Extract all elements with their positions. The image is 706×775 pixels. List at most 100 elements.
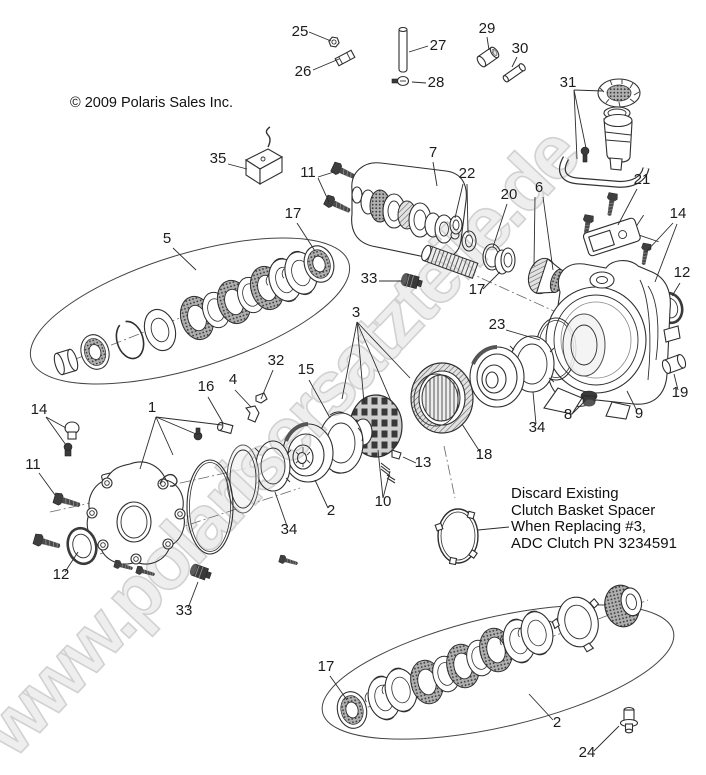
leader-line-34 bbox=[274, 491, 288, 527]
leader-line-16 bbox=[207, 396, 224, 424]
part-label-27: 27 bbox=[430, 37, 447, 54]
plug-8 bbox=[580, 390, 598, 407]
part-label-35: 35 bbox=[210, 150, 227, 167]
nut-25 bbox=[328, 36, 340, 48]
service-note: Discard Existing Clutch Basket Spacer Wh… bbox=[511, 485, 677, 552]
part-label-6: 6 bbox=[535, 179, 543, 196]
part-label-7: 7 bbox=[429, 144, 437, 161]
washers-22 bbox=[449, 215, 477, 252]
sensor-21 bbox=[579, 191, 659, 257]
backup-ring bbox=[226, 444, 260, 514]
leader-line-2 bbox=[528, 693, 554, 721]
leader-line-34 bbox=[532, 391, 537, 425]
part-label-34: 34 bbox=[529, 419, 546, 436]
plug-33-bottom bbox=[189, 563, 212, 581]
leader-line-5 bbox=[172, 247, 197, 271]
leader-line-18 bbox=[461, 423, 481, 453]
leader-line-11 bbox=[38, 472, 56, 496]
leader-line-1 bbox=[155, 416, 174, 456]
relay-bracket-35 bbox=[244, 126, 284, 186]
part-label-20: 20 bbox=[501, 186, 518, 203]
part-label-3: 3 bbox=[352, 304, 360, 321]
screw-28 bbox=[391, 75, 410, 87]
leader-line-14 bbox=[645, 222, 674, 253]
leader-line-3 bbox=[356, 321, 392, 402]
part-label-32: 32 bbox=[268, 352, 285, 369]
hub-5-right bbox=[469, 345, 525, 408]
fitting-14-left bbox=[63, 421, 80, 457]
leader-line-31 bbox=[573, 89, 578, 160]
bolt-24 bbox=[619, 706, 639, 734]
part-label-34: 34 bbox=[281, 521, 298, 538]
leader-line-12 bbox=[671, 282, 681, 297]
part-label-8: 8 bbox=[564, 406, 572, 423]
part-label-15: 15 bbox=[298, 361, 315, 378]
part-label-2: 2 bbox=[327, 502, 335, 519]
leader-line-21 bbox=[617, 188, 638, 226]
part-label-13: 13 bbox=[415, 454, 432, 471]
part-label-17: 17 bbox=[469, 281, 486, 298]
bracket-4 bbox=[245, 405, 260, 423]
part-label-11: 11 bbox=[300, 164, 316, 181]
pump-assembly-7 bbox=[351, 162, 467, 260]
part-label-12: 12 bbox=[674, 264, 691, 281]
dowel-pin-30 bbox=[502, 63, 526, 83]
part-label-29: 29 bbox=[479, 20, 496, 37]
leader-line-22 bbox=[454, 183, 464, 219]
leader-line-14 bbox=[45, 416, 67, 446]
hub-2-middle bbox=[282, 422, 334, 483]
leader-line-4 bbox=[234, 389, 252, 408]
part-label-16: 16 bbox=[198, 378, 215, 395]
leader-line-20 bbox=[492, 203, 508, 248]
input-shaft-17 bbox=[421, 244, 516, 279]
seal-12-left bbox=[66, 526, 98, 566]
leader-line-10 bbox=[382, 470, 391, 499]
leader-line-6 bbox=[542, 196, 554, 271]
part-label-31: 31 bbox=[560, 74, 577, 91]
leader-line-17 bbox=[482, 271, 501, 290]
leader-line-7 bbox=[432, 161, 438, 187]
reservoir-assembly-31 bbox=[559, 78, 650, 188]
leader-line-1 bbox=[139, 416, 157, 470]
part-label-1: 1 bbox=[148, 399, 156, 416]
leader-line-27 bbox=[408, 45, 429, 53]
front-cover-1 bbox=[86, 461, 186, 565]
leader-line-22 bbox=[466, 183, 469, 234]
clip-13 bbox=[391, 449, 402, 460]
part-label-5: 5 bbox=[163, 230, 171, 247]
service-note-line: ADC Clutch PN 3234591 bbox=[511, 534, 677, 552]
service-note-line: Discard Existing bbox=[511, 485, 619, 502]
part-label-10: 10 bbox=[375, 493, 392, 510]
leader-line-12 bbox=[64, 551, 79, 573]
leader-line-30 bbox=[511, 56, 518, 68]
part-label-19: 19 bbox=[672, 384, 689, 401]
breather-tube-27 bbox=[398, 26, 408, 73]
part-label-21: 21 bbox=[634, 171, 651, 188]
part-label-17: 17 bbox=[318, 658, 335, 675]
part-label-28: 28 bbox=[428, 74, 445, 91]
leader-line-3 bbox=[341, 321, 358, 400]
leader-line-2 bbox=[314, 479, 329, 509]
part-label-14: 14 bbox=[670, 205, 687, 222]
copyright-text: © 2009 Polaris Sales Inc. bbox=[70, 95, 234, 111]
plug-19 bbox=[661, 353, 687, 375]
leader-line-25 bbox=[308, 31, 332, 42]
leader-line-14 bbox=[45, 416, 67, 429]
leader-line-26 bbox=[312, 58, 340, 71]
leader-line-10 bbox=[377, 449, 384, 499]
part-label-18: 18 bbox=[476, 446, 493, 463]
leader-line-32 bbox=[260, 369, 274, 400]
pin-16 bbox=[217, 421, 234, 435]
leader-line-9 bbox=[626, 390, 638, 412]
service-note-line: Clutch Basket Spacer bbox=[511, 501, 656, 519]
leader-line-1 bbox=[155, 416, 223, 426]
leader-line-1 bbox=[155, 416, 197, 435]
leader-line-14 bbox=[654, 223, 678, 283]
leader-line-19 bbox=[673, 373, 679, 391]
part-label-26: 26 bbox=[295, 63, 312, 80]
part-label-25: 25 bbox=[292, 23, 309, 40]
leader-line-33 bbox=[187, 581, 199, 609]
leader-line-6 bbox=[533, 196, 536, 267]
leader-line-24 bbox=[593, 725, 620, 752]
